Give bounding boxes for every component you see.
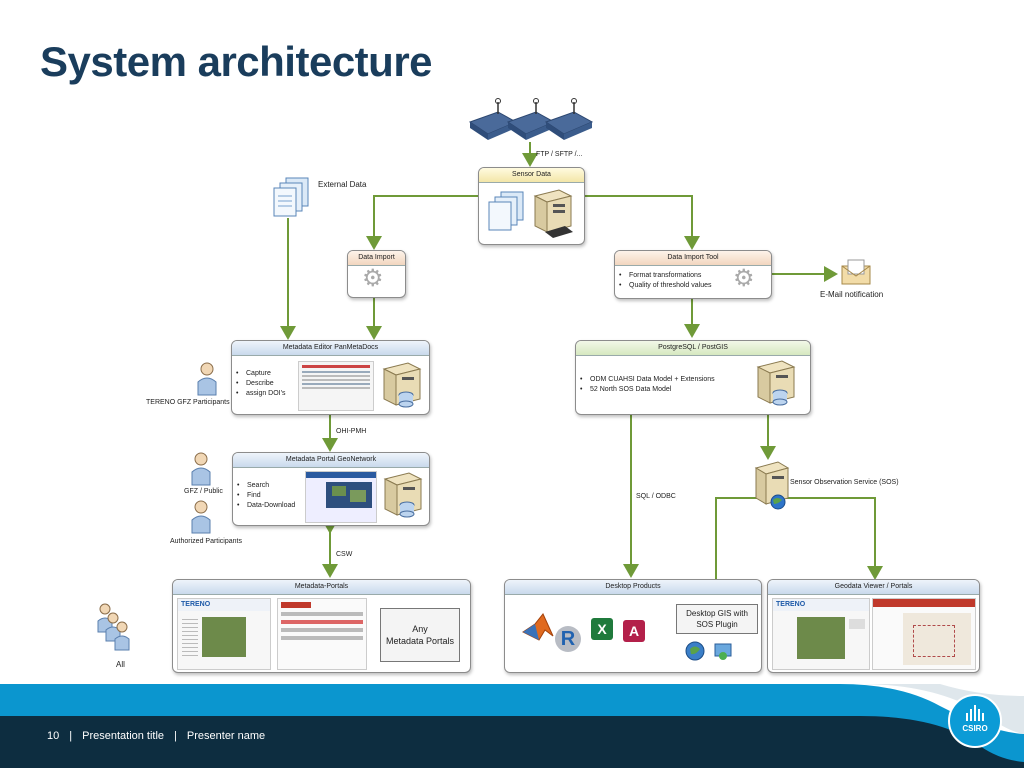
metadata-editor-title: Metadata Editor PanMetaDocs	[232, 341, 429, 356]
excel-icon: X	[591, 618, 613, 640]
list-item: Capture	[234, 369, 285, 379]
list-item: Format transformations	[617, 271, 712, 281]
footer: 10 | Presentation title | Presenter name	[42, 730, 270, 742]
server-db-icon	[383, 472, 423, 518]
metadata-editor-box: Metadata Editor PanMetaDocs Capture Desc…	[231, 340, 430, 415]
data-import-tool-title: Data Import Tool	[615, 251, 771, 266]
metadata-portal-box: Metadata Portal GeoNetwork Search Find D…	[232, 452, 430, 526]
person-icon	[197, 362, 217, 396]
data-import-box: Data Import ⚙	[347, 250, 406, 298]
ohi-pmh-label: OHI-PMH	[336, 428, 367, 435]
tereno-participants-label: TERENO GFZ Participants	[146, 399, 230, 406]
sql-odbc-label: SQL / ODBC	[636, 493, 676, 500]
data-import-title: Data Import	[348, 251, 405, 266]
logo-text: CSIRO	[962, 724, 988, 733]
metadata-portal-title: Metadata Portal GeoNetwork	[233, 453, 429, 468]
access-icon: A	[623, 620, 645, 642]
all-label: All	[116, 660, 125, 669]
metadata-portals-label: Metadata Portals	[385, 636, 455, 646]
gfz-portal-screenshot	[277, 598, 367, 670]
metadata-portals-title: Metadata-Portals	[173, 580, 470, 595]
geodata-viewer-box: Geodata Viewer / Portals TERENO	[767, 579, 980, 673]
geodata-viewer-title: Geodata Viewer / Portals	[768, 580, 979, 595]
network-servers-icon	[468, 98, 594, 140]
footer-band	[0, 684, 1024, 768]
r-icon: R	[555, 626, 581, 652]
editor-screenshot	[298, 361, 374, 411]
list-item: Quality of threshold values	[617, 281, 712, 291]
list-item: assign DOI's	[234, 389, 285, 399]
list-item: Describe	[234, 379, 285, 389]
list-item: 52 North SOS Data Model	[578, 385, 715, 395]
footer-separator: |	[174, 730, 177, 742]
person-icon	[191, 452, 211, 486]
logo-bars-icon	[966, 705, 984, 721]
ftp-label: FTP / SFTP /...	[536, 151, 583, 158]
envelope-icon	[841, 259, 871, 285]
list-item: Find	[235, 491, 295, 501]
gfz-public-label: GFZ / Public	[184, 488, 223, 495]
geonetwork-screenshot	[305, 471, 377, 523]
group-users-icon	[97, 603, 130, 651]
arrow-sos-to-gis	[708, 497, 760, 602]
postgres-box: PostgreSQL / PostGIS ODM CUAHSI Data Mod…	[575, 340, 811, 415]
slide-title: System architecture	[40, 38, 433, 85]
page-number: 10	[47, 730, 60, 742]
tereno-logo: TERENO	[773, 599, 869, 611]
documents-icon	[488, 191, 524, 231]
matlab-icon	[522, 613, 554, 641]
arrow-to-data-import	[366, 195, 478, 250]
csiro-logo: CSIRO	[948, 694, 1002, 748]
metadata-editor-list: Capture Describe assign DOI's	[234, 369, 285, 399]
gis-label-2: SOS Plugin	[696, 620, 738, 629]
map-viewer-screenshot	[872, 598, 976, 670]
sos-server-icon	[754, 461, 790, 510]
csw-label: CSW	[336, 551, 353, 558]
authorized-label: Authorized Participants	[170, 538, 242, 545]
tereno-viewer-screenshot: TERENO	[772, 598, 870, 670]
metadata-portal-list: Search Find Data-Download	[235, 481, 295, 511]
person-icon	[191, 500, 211, 534]
arrow-to-import-tool	[583, 195, 700, 250]
postgres-title: PostgreSQL / PostGIS	[576, 341, 810, 356]
sensor-data-box: Sensor Data	[478, 167, 585, 245]
tereno-logo: TERENO	[178, 599, 270, 611]
desktop-gis-box: Desktop GIS with SOS Plugin	[676, 604, 758, 634]
desktop-products-box: Desktop Products R X A	[504, 579, 762, 673]
email-label: E-Mail notification	[820, 290, 884, 299]
external-data-label: External Data	[318, 180, 367, 189]
list-item: Data-Download	[235, 501, 295, 511]
gears-icon: ⚙	[733, 265, 755, 292]
arrow-sos-to-viewer	[778, 497, 883, 580]
sos-label: Sensor Observation Service (SOS)	[790, 479, 899, 486]
footer-separator: |	[69, 730, 73, 742]
desktop-products-title: Desktop Products	[505, 580, 761, 595]
tereno-portal-screenshot: TERENO	[177, 598, 271, 670]
gis-tools-icon	[685, 641, 732, 661]
server-icon	[533, 189, 573, 238]
postgres-list: ODM CUAHSI Data Model + Extensions 52 No…	[578, 375, 715, 395]
sensor-data-title: Sensor Data	[479, 168, 584, 183]
any-label: Any	[412, 624, 428, 634]
gears-icon: ⚙	[362, 265, 384, 292]
server-db-icon	[756, 360, 796, 406]
presentation-title: Presentation title	[82, 730, 165, 742]
gis-label-1: Desktop GIS with	[686, 609, 748, 618]
data-import-tool-list: Format transformations Quality of thresh…	[617, 271, 712, 291]
documents-icon	[273, 177, 309, 217]
presenter-name: Presenter name	[186, 730, 266, 742]
data-import-tool-box: Data Import Tool Format transformations …	[614, 250, 772, 299]
list-item: ODM CUAHSI Data Model + Extensions	[578, 375, 715, 385]
list-item: Search	[235, 481, 295, 491]
server-db-icon	[382, 362, 422, 408]
